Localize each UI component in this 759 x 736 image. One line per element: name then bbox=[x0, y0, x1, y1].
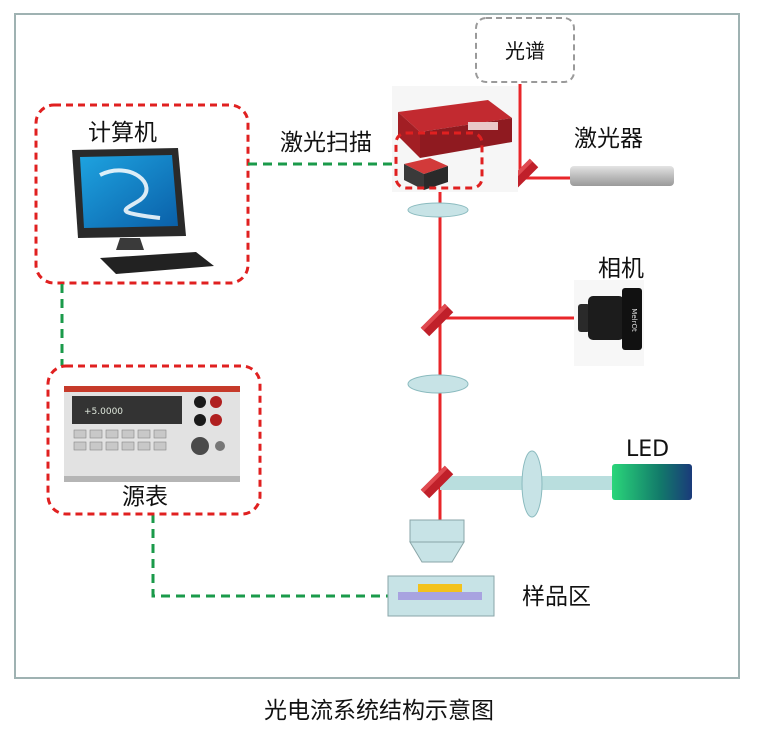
lens-icon bbox=[521, 450, 543, 518]
meter-to-sample-line bbox=[151, 514, 398, 598]
lens-icon bbox=[407, 374, 469, 394]
diagram-caption: 光电流系统结构示意图 bbox=[264, 698, 494, 724]
laser-scanner-icon bbox=[392, 86, 518, 192]
mirror-icon bbox=[420, 465, 454, 499]
source-meter-icon: +5.0000 bbox=[64, 386, 240, 482]
computer-box bbox=[34, 103, 250, 285]
lens-icon bbox=[407, 202, 469, 218]
laser-scan-label: 激光扫描 bbox=[280, 130, 372, 156]
source-meter-box bbox=[46, 364, 262, 516]
meter-display-text: +5.0000 bbox=[84, 407, 123, 417]
sample-area-label: 样品区 bbox=[522, 584, 591, 610]
objective-lens-icon bbox=[409, 519, 465, 563]
computer-label: 计算机 bbox=[88, 120, 157, 146]
led-label: LED bbox=[626, 437, 669, 462]
laser-scan-box bbox=[394, 131, 484, 190]
sample-stage-icon bbox=[387, 575, 495, 617]
spectrum-label: 光谱 bbox=[505, 39, 545, 63]
led-icon bbox=[612, 464, 692, 500]
camera-brand-text: MelrOt bbox=[630, 308, 638, 332]
mirror-icon bbox=[420, 303, 454, 337]
computer-monitor-icon bbox=[72, 148, 186, 250]
signal-lines bbox=[60, 162, 398, 598]
source-meter-label: 源表 bbox=[122, 484, 168, 510]
camera-label: 相机 bbox=[598, 256, 644, 282]
laser-rod-icon bbox=[570, 166, 674, 186]
spectrum-box bbox=[475, 17, 575, 83]
camera-icon: MelrOt bbox=[578, 288, 642, 350]
keyboard-icon bbox=[100, 252, 214, 274]
laser-label: 激光器 bbox=[574, 126, 643, 152]
